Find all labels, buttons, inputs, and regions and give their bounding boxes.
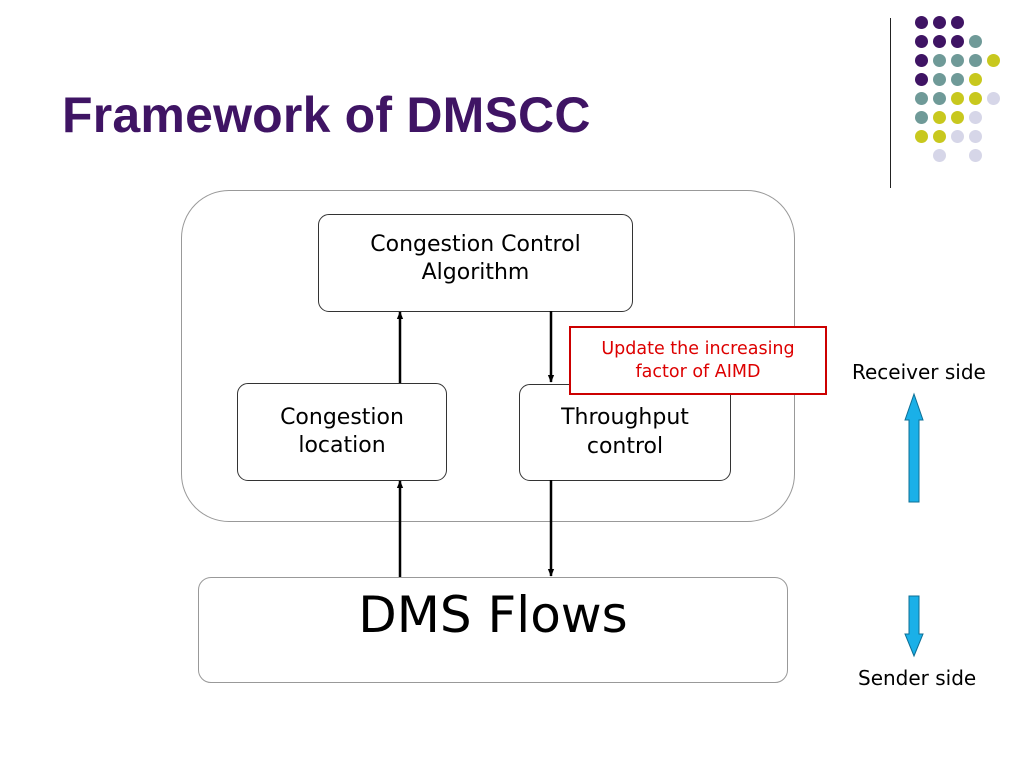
tp-line1: Throughput bbox=[561, 405, 689, 431]
congestion-control-label: Congestion Control Algorithm bbox=[370, 231, 580, 287]
sender-side-arrow-icon bbox=[904, 595, 924, 658]
congestion-control-algorithm-box: Congestion Control Algorithm bbox=[318, 214, 633, 312]
receiver-side-arrow-icon bbox=[904, 392, 924, 503]
decor-dot bbox=[969, 54, 982, 67]
throughput-control-label: Throughput control bbox=[561, 404, 689, 460]
sender-side-label: Sender side bbox=[858, 666, 977, 690]
tp-line2: control bbox=[586, 433, 664, 459]
congestion-location-label: Congestion location bbox=[280, 404, 404, 460]
decor-dot bbox=[969, 73, 982, 86]
decor-dot bbox=[933, 130, 946, 143]
decor-dot bbox=[933, 54, 946, 67]
congestion-location-box: Congestion location bbox=[237, 383, 447, 481]
decorative-dot-grid bbox=[0, 0, 1024, 190]
decor-dot bbox=[951, 73, 964, 86]
throughput-control-box: Throughput control bbox=[519, 384, 731, 481]
decor-dot bbox=[915, 111, 928, 124]
divider-line bbox=[890, 18, 891, 188]
decor-dot bbox=[969, 35, 982, 48]
decor-dot bbox=[987, 54, 1000, 67]
cca-line2: Algorithm bbox=[421, 260, 530, 286]
decor-dot bbox=[933, 149, 946, 162]
decor-dot bbox=[933, 73, 946, 86]
decor-dot bbox=[969, 149, 982, 162]
decor-dot bbox=[915, 54, 928, 67]
decor-dot bbox=[915, 73, 928, 86]
dms-flows-box: DMS Flows bbox=[198, 577, 788, 683]
receiver-side-label: Receiver side bbox=[852, 360, 986, 384]
loc-line2: location bbox=[298, 433, 386, 458]
loc-line1: Congestion bbox=[280, 404, 404, 430]
decor-dot bbox=[951, 92, 964, 105]
slide-title: Framework of DMSCC bbox=[62, 87, 591, 143]
decor-dot bbox=[915, 35, 928, 48]
decor-dot bbox=[915, 16, 928, 29]
decor-dot bbox=[951, 16, 964, 29]
decor-dot bbox=[987, 92, 1000, 105]
decor-dot bbox=[933, 92, 946, 105]
decor-dot bbox=[951, 54, 964, 67]
decor-dot bbox=[969, 130, 982, 143]
decor-dot bbox=[951, 111, 964, 124]
annotation-text: Update the increasing factor of AIMD bbox=[601, 338, 794, 384]
decor-dot bbox=[933, 16, 946, 29]
annotation-line1: Update the increasing bbox=[601, 338, 795, 359]
decor-dot bbox=[969, 92, 982, 105]
cca-line1: Congestion Control bbox=[370, 232, 581, 257]
decor-dot bbox=[933, 35, 946, 48]
dms-flows-label: DMS Flows bbox=[358, 586, 628, 644]
decor-dot bbox=[969, 111, 982, 124]
decor-dot bbox=[915, 92, 928, 105]
decor-dot bbox=[951, 130, 964, 143]
decor-dot bbox=[915, 130, 928, 143]
aimd-annotation: Update the increasing factor of AIMD bbox=[569, 326, 827, 395]
decor-dot bbox=[951, 35, 964, 48]
decor-dot bbox=[933, 111, 946, 124]
annotation-line2: factor of AIMD bbox=[635, 361, 761, 382]
